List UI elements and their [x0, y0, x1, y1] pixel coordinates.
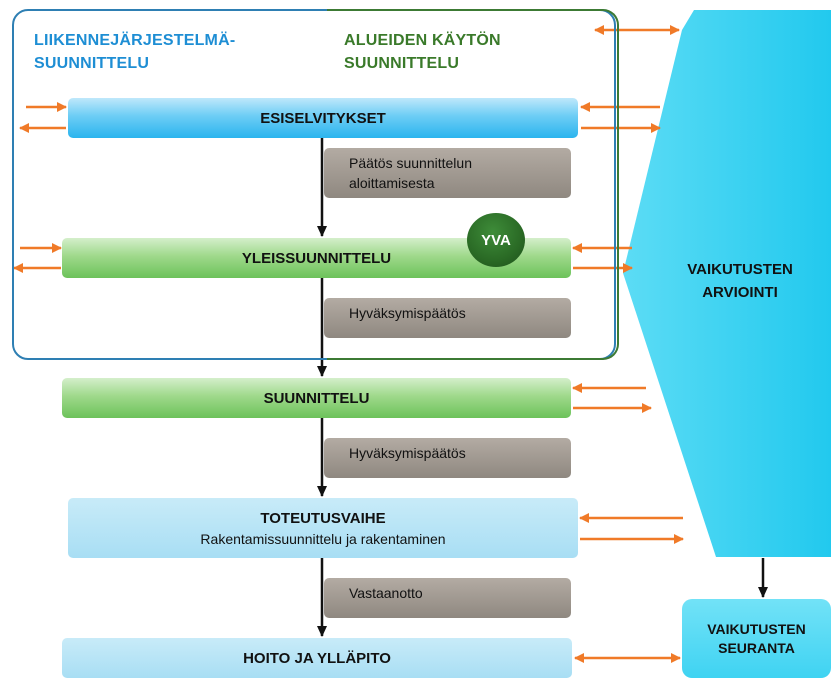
stage-esiselvitykset-label: ESISELVITYKSET — [260, 109, 386, 127]
transport-planning-header: LIIKENNEJÄRJESTELMÄ- SUUNNITTELU — [34, 29, 235, 75]
transport-header-line1: LIIKENNEJÄRJESTELMÄ- — [34, 32, 236, 49]
stage-suunnittelu: SUUNNITTELU — [62, 378, 571, 418]
stage-suunnittelu-label: SUUNNITTELU — [263, 389, 370, 407]
assessment-line1: VAIKUTUSTEN — [687, 261, 793, 278]
stage-toteutusvaihe-sublabel: Rakentamissuunnittelu ja rakentaminen — [200, 530, 446, 547]
decision-approval-1: Hyväksymispäätös — [324, 298, 571, 338]
yva-label: YVA — [481, 231, 511, 249]
assessment-shape — [623, 10, 831, 557]
landuse-header-line2: SUUNNITTELU — [344, 55, 460, 72]
monitoring-line2: SEURANTA — [718, 639, 795, 656]
assessment-label: VAIKUTUSTEN ARVIOINTI — [650, 258, 830, 304]
decision-approval-1-label: Hyväksymispäätös — [349, 305, 466, 321]
decision-approval-2: Hyväksymispäätös — [324, 438, 571, 478]
landuse-header-line1: ALUEIDEN KÄYTÖN — [344, 32, 501, 49]
decision-approval-2-label: Hyväksymispäätös — [349, 445, 466, 461]
stage-toteutusvaihe: TOTEUTUSVAIHE Rakentamissuunnittelu ja r… — [68, 498, 578, 558]
decision-acceptance: Vastaanotto — [324, 578, 571, 618]
stage-hoito-ja-yllapito: HOITO JA YLLÄPITO — [62, 638, 572, 678]
stage-hoito-label: HOITO JA YLLÄPITO — [243, 649, 391, 667]
transport-header-line2: SUUNNITTELU — [34, 55, 150, 72]
decision-start-planning: Päätös suunnittelun aloittamisesta — [324, 148, 571, 198]
decision-start-line2: aloittamisesta — [349, 175, 435, 191]
landuse-planning-frame — [327, 9, 619, 360]
assessment-line2: ARVIOINTI — [702, 284, 778, 301]
decision-start-line1: Päätös suunnittelun — [349, 155, 472, 171]
landuse-planning-header: ALUEIDEN KÄYTÖN SUUNNITTELU — [344, 29, 501, 75]
monitoring-box: VAIKUTUSTEN SEURANTA — [682, 599, 831, 678]
stage-toteutusvaihe-label: TOTEUTUSVAIHE — [260, 509, 386, 527]
decision-acceptance-label: Vastaanotto — [349, 585, 423, 601]
monitoring-line1: VAIKUTUSTEN — [707, 620, 806, 637]
yva-badge: YVA — [467, 213, 525, 267]
stage-esiselvitykset: ESISELVITYKSET — [68, 98, 578, 138]
stage-yleissuunnittelu-label: YLEISSUUNNITTELU — [241, 249, 392, 267]
transport-planning-frame — [12, 9, 616, 360]
